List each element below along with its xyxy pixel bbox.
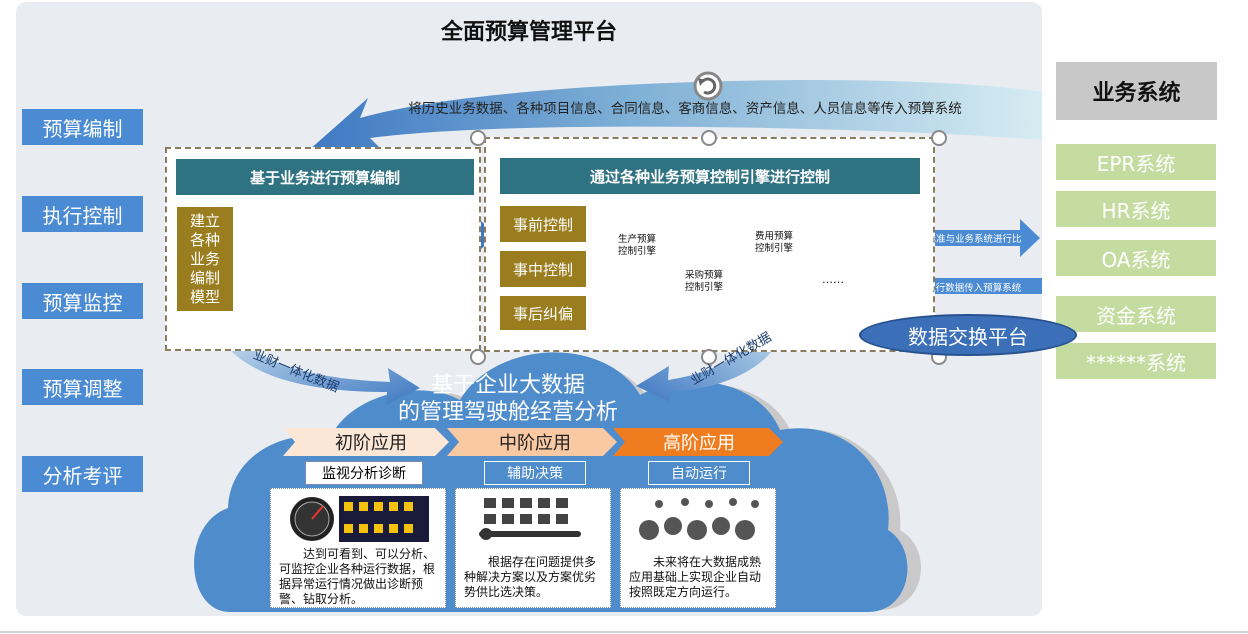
system-epr[interactable]: EPR系统 bbox=[1056, 144, 1216, 180]
system-other[interactable]: ******系统 bbox=[1056, 343, 1216, 379]
arrow-in-text: 将执行数据传入预算系统 bbox=[916, 283, 1022, 294]
data-exchange-platform[interactable]: 数据交换平台 bbox=[859, 314, 1077, 356]
arrow-out-text: 将预算标准与业务系统进行比 bbox=[898, 234, 1022, 245]
system-hr[interactable]: HR系统 bbox=[1056, 191, 1216, 227]
post-correction: 事后纠偏 bbox=[500, 296, 586, 330]
stage-intermediate[interactable]: 中阶应用 bbox=[499, 433, 571, 454]
stage-advanced[interactable]: 高阶应用 bbox=[663, 433, 735, 454]
cloud-title-line1: 基于企业大数据 bbox=[430, 373, 585, 398]
gear-label-procurement: 采购预算 控制引擎 bbox=[684, 270, 723, 293]
handle-tr[interactable] bbox=[931, 130, 947, 146]
business-systems-header: 业务系统 bbox=[1056, 62, 1217, 120]
stage2-desc: 根据存在问题提供多种解决方案以及方案优劣势供比选决策。 bbox=[464, 555, 597, 599]
handle-tl[interactable] bbox=[470, 130, 486, 146]
stage3-desc: 未来将在大数据成熟应用基础上实现企业自动按照既定方向运行。 bbox=[629, 555, 762, 599]
pre-control: 事前控制 bbox=[500, 206, 586, 242]
tools-image bbox=[478, 494, 588, 544]
nav-execution-control[interactable]: 执行控制 bbox=[22, 196, 143, 232]
dashboard-image bbox=[287, 494, 431, 544]
stage-chevrons bbox=[283, 428, 783, 456]
refresh-icon bbox=[693, 71, 723, 101]
control-engine-header: 通过各种业务预算控制引擎进行控制 bbox=[500, 158, 920, 194]
page-title: 全面预算管理平台 bbox=[440, 20, 617, 45]
nav-budget-monitor[interactable]: 预算监控 bbox=[22, 283, 143, 319]
nav-budget-adjust[interactable]: 预算调整 bbox=[22, 369, 143, 405]
handle-bm[interactable] bbox=[701, 349, 717, 365]
system-funds[interactable]: 资金系统 bbox=[1056, 296, 1216, 332]
stage2-box: 根据存在问题提供多种解决方案以及方案优劣势供比选决策。 bbox=[455, 488, 611, 608]
tag-auto: 自动运行 bbox=[648, 461, 750, 485]
budget-compile-header: 基于业务进行预算编制 bbox=[176, 159, 474, 195]
handle-bl[interactable] bbox=[470, 349, 486, 365]
gear-label-more: …… bbox=[822, 273, 844, 286]
top-arrow-text: 将历史业务数据、各种项目信息、合同信息、客商信息、资产信息、人员信息等传入预算系… bbox=[408, 101, 962, 117]
runners-gears-image bbox=[629, 494, 767, 544]
bottom-rule bbox=[0, 631, 1248, 633]
model-label: 建立 各种 业务 编制 模型 bbox=[177, 207, 233, 311]
arrow-out-shape bbox=[896, 219, 1040, 257]
gear-label-production: 生产预算 控制引擎 bbox=[617, 234, 656, 257]
nav-budget-compile[interactable]: 预算编制 bbox=[22, 109, 143, 145]
cloud-title-line2: 的管理驾驶舱经营分析 bbox=[397, 400, 618, 425]
stage3-box: 未来将在大数据成熟应用基础上实现企业自动按照既定方向运行。 bbox=[620, 488, 776, 608]
top-flow-arrow bbox=[300, 79, 1042, 158]
stage1-box: 达到可看到、可以分析、可监控企业各种运行数据，根据异常运行情况做出诊断预警、钻取… bbox=[270, 488, 446, 608]
left-data-arrow bbox=[210, 318, 420, 405]
handle-tm[interactable] bbox=[701, 130, 717, 146]
mid-control: 事中控制 bbox=[500, 251, 586, 287]
stage1-desc: 达到可看到、可以分析、可监控企业各种运行数据，根据异常运行情况做出诊断预警、钻取… bbox=[279, 547, 436, 606]
tag-monitor: 监视分析诊断 bbox=[305, 461, 423, 485]
system-oa[interactable]: OA系统 bbox=[1056, 240, 1216, 276]
nav-analysis-eval[interactable]: 分析考评 bbox=[22, 456, 143, 492]
gear-label-expense: 费用预算 控制引擎 bbox=[754, 231, 793, 254]
arrow-in-shape bbox=[892, 267, 1042, 305]
stage-basic[interactable]: 初阶应用 bbox=[335, 433, 407, 454]
tag-decision: 辅助决策 bbox=[484, 461, 586, 485]
